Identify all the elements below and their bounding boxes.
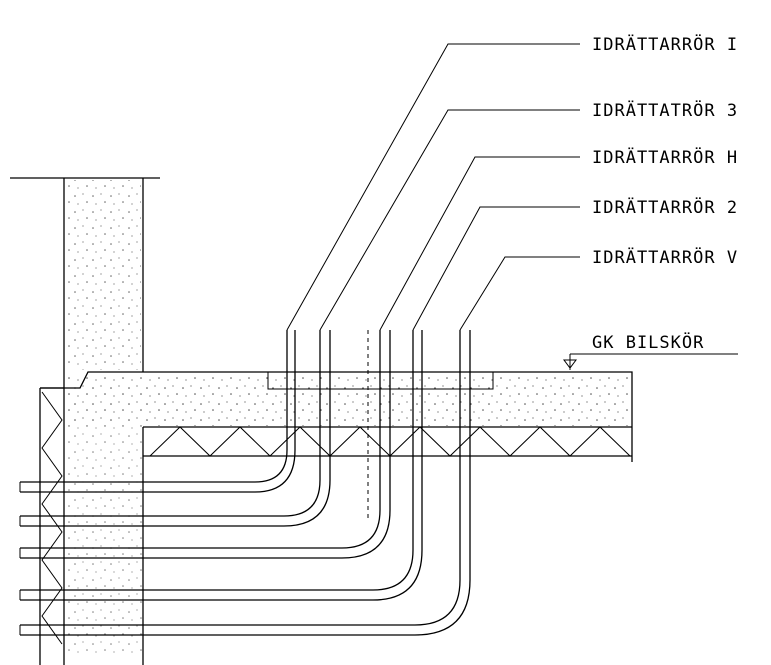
level-marker: GK BILSKÖR: [563, 331, 738, 370]
wall-column: [10, 177, 160, 665]
vertical-insulation: [40, 387, 64, 645]
pipe-bundle: [19, 330, 471, 636]
label-pipe-3: IDRÄTTARRÖR H: [592, 146, 738, 168]
label-pipe-2: IDRÄTTATRÖR 3: [592, 99, 738, 121]
label-pipe-1: IDRÄTTARRÖR I: [592, 33, 738, 55]
label-level: GK BILSKÖR: [592, 331, 704, 353]
label-pipe-4: IDRÄTTARRÖR 2: [592, 196, 738, 218]
concrete-slab: [39, 371, 633, 665]
label-pipe-5: IDRÄTTARRÖR V: [592, 246, 738, 268]
insulation-layer: [142, 426, 632, 665]
leader-lines: [286, 43, 580, 331]
